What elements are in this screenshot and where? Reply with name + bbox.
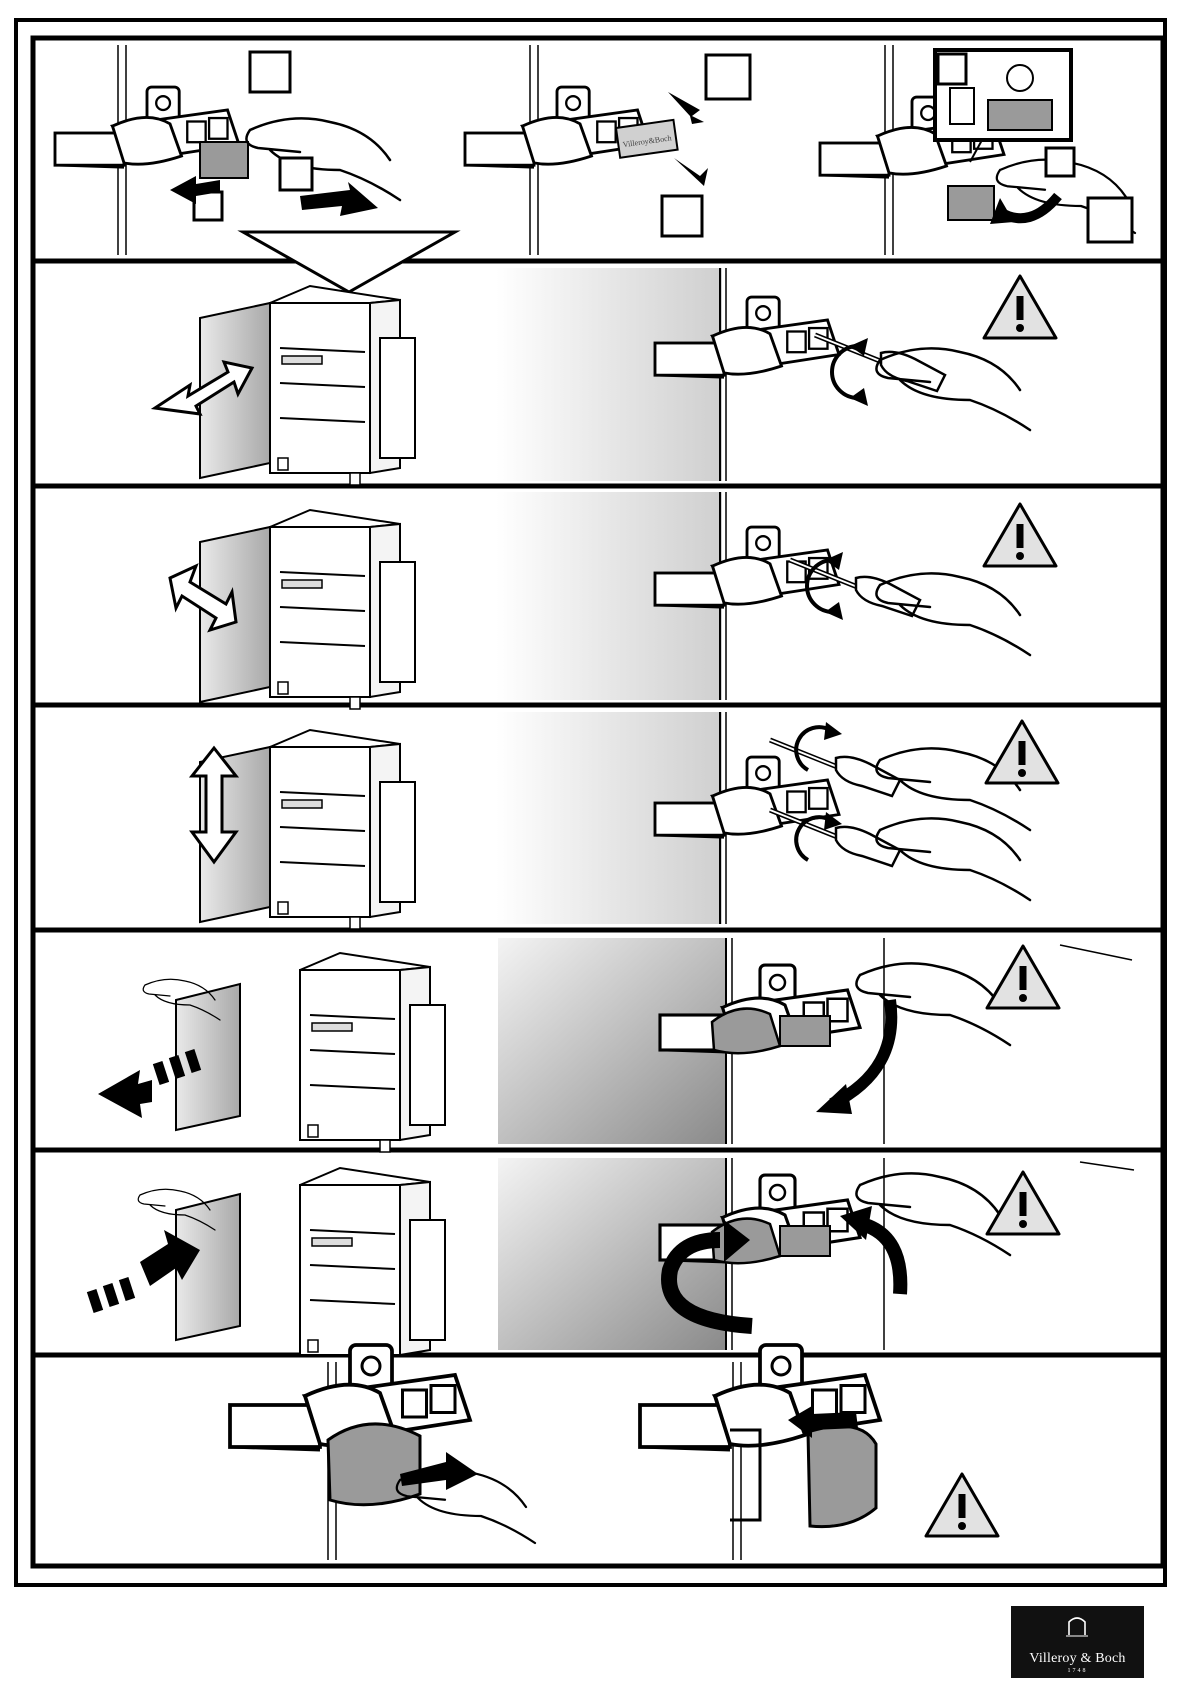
step-attach-door — [87, 1158, 1134, 1367]
step-hinge-cap — [230, 1345, 998, 1560]
brand-year: 1748 — [1011, 1668, 1144, 1674]
step-adjust-side — [170, 492, 1056, 709]
step-remove-door — [98, 938, 1132, 1152]
step-adjust-depth — [155, 268, 1056, 485]
brand-name: Villeroy & Boch — [1011, 1651, 1144, 1667]
step-adjust-height — [192, 712, 1058, 929]
step-detach-cover: Villeroy&Boch — [55, 45, 1135, 292]
